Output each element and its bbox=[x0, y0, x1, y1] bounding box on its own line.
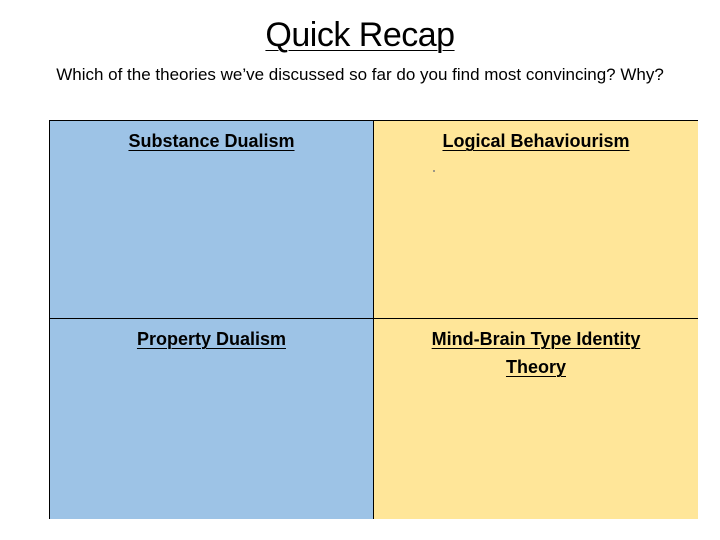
cell-substance-dualism[interactable]: Substance Dualism bbox=[50, 121, 374, 319]
cell-property-dualism[interactable]: Property Dualism bbox=[50, 319, 374, 519]
slide-title: Quick Recap bbox=[265, 16, 455, 54]
cell-logical-behaviourism[interactable]: Logical Behaviourism bbox=[374, 121, 698, 319]
slide-question: Which of the theories we’ve discussed so… bbox=[56, 65, 664, 84]
cell-mind-brain-type-identity-theory[interactable]: Mind-Brain Type Identity Theory bbox=[374, 319, 698, 519]
cell-label-property-dualism: Property Dualism bbox=[136, 329, 287, 349]
cell-label-substance-dualism: Substance Dualism bbox=[128, 131, 295, 151]
theory-grid: Substance Dualism Logical Behaviourism P… bbox=[49, 120, 698, 519]
stray-dot-mark bbox=[433, 170, 435, 172]
cell-label-mind-brain-type-identity-theory: Mind-Brain Type Identity Theory bbox=[431, 329, 641, 377]
cell-label-logical-behaviourism: Logical Behaviourism bbox=[442, 131, 630, 151]
